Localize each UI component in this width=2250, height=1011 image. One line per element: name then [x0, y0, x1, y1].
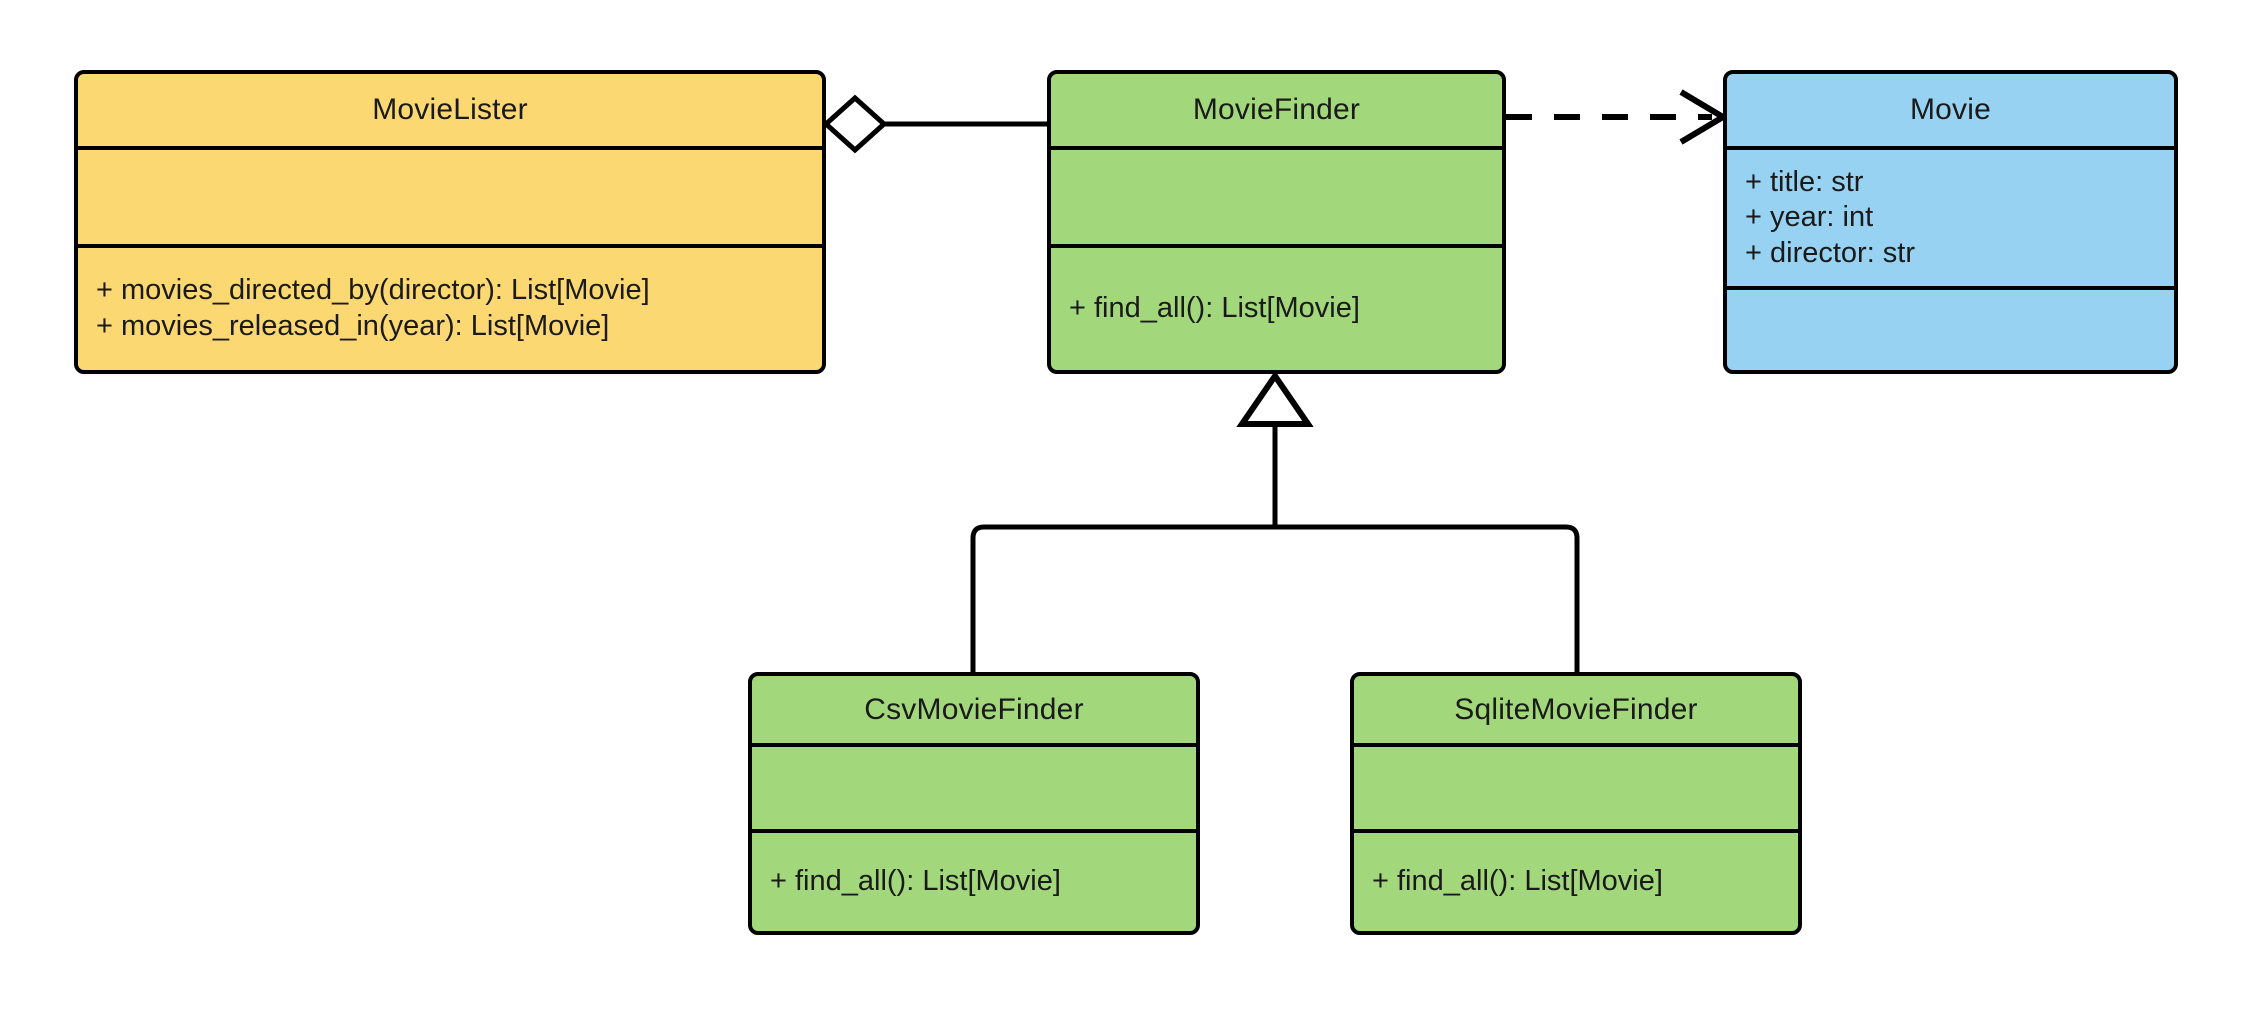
generalization-tree [970, 370, 1580, 672]
class-box-movie[interactable]: Movie + title: str + year: int + directo… [1723, 70, 2178, 374]
class-box-movie-finder[interactable]: MovieFinder + find_all(): List[Movie] [1047, 70, 1506, 374]
class-title-sqlite-movie-finder: SqliteMovieFinder [1454, 692, 1698, 726]
methods-compartment-sqlite-movie-finder: + find_all(): List[Movie] [1354, 829, 1798, 931]
open-arrow-icon [1679, 89, 1729, 145]
attributes-compartment-sqlite-movie-finder [1354, 743, 1798, 829]
class-title-movie-finder: MovieFinder [1192, 93, 1361, 126]
class-title-csv-movie-finder: CsvMovieFinder [864, 692, 1084, 726]
dependency-finder-movie [1506, 89, 1729, 145]
attributes-compartment-csv-movie-finder [752, 743, 1196, 829]
methods-compartment-movie [1727, 286, 2174, 370]
attributes-compartment-movie-lister [78, 146, 822, 244]
method-row: + find_all(): List[Movie] [1372, 865, 1663, 898]
attribute-row: + director: str [1745, 236, 1916, 269]
attribute-row: + year: int [1745, 201, 1874, 234]
methods-compartment-csv-movie-finder: + find_all(): List[Movie] [752, 829, 1196, 931]
method-row: + movies_released_in(year): List[Movie] [96, 310, 610, 342]
method-row: + movies_directed_by(director): List[Mov… [96, 274, 650, 307]
hollow-triangle-icon [1236, 370, 1314, 427]
methods-compartment-movie-finder: + find_all(): List[Movie] [1051, 244, 1502, 370]
method-row: + find_all(): List[Movie] [770, 865, 1061, 898]
attributes-compartment-movie-finder [1051, 146, 1502, 244]
class-box-movie-lister[interactable]: MovieLister + movies_directed_by(directo… [74, 70, 826, 374]
generalization-branch-bar [970, 524, 1580, 672]
attribute-row: + title: str [1745, 165, 1864, 198]
aggregation-lister-finder [822, 94, 1047, 154]
method-row: + find_all(): List[Movie] [1069, 292, 1360, 325]
class-box-csv-movie-finder[interactable]: CsvMovieFinder + find_all(): List[Movie] [748, 672, 1200, 935]
class-box-sqlite-movie-finder[interactable]: SqliteMovieFinder + find_all(): List[Mov… [1350, 672, 1802, 935]
attributes-compartment-movie: + title: str + year: int + director: str [1727, 146, 2174, 286]
hollow-diamond-icon [822, 94, 888, 154]
class-title-movie: Movie [1909, 93, 1992, 126]
methods-compartment-movie-lister: + movies_directed_by(director): List[Mov… [78, 244, 822, 370]
class-title-movie-lister: MovieLister [372, 93, 528, 126]
